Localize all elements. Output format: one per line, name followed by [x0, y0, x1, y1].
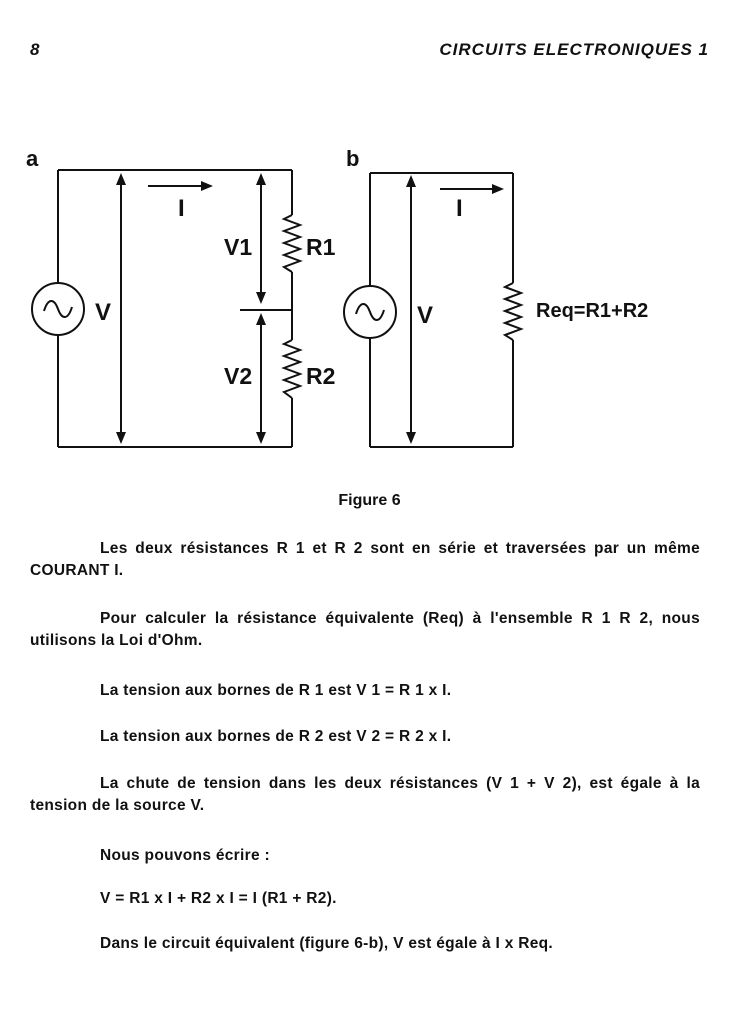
paragraph-ohms-law: Pour calculer la résistance équivalente …: [30, 610, 700, 649]
label-r1: R1: [306, 234, 336, 260]
paragraph-series-current: Les deux résistances R 1 et R 2 sont en …: [30, 540, 700, 579]
equation-v2: La tension aux bornes de R 2 est V 2 = R…: [100, 728, 452, 745]
label-v-a: V: [95, 299, 111, 326]
label-v1: V1: [224, 234, 252, 260]
equation-v-total: V = R1 x I + R2 x I = I (R1 + R2).: [100, 890, 337, 907]
label-r2: R2: [306, 363, 335, 389]
label-current-a: I: [178, 195, 185, 222]
paragraph-we-can-write: Nous pouvons écrire :: [100, 847, 270, 864]
circuit-b: [343, 172, 524, 448]
label-current-b: I: [456, 195, 463, 222]
resistor-r2: [281, 339, 303, 399]
paragraph-voltage-drop: La chute de tension dans les deux résist…: [30, 775, 700, 814]
label-v2: V2: [224, 363, 252, 389]
running-title: CIRCUITS ELECTRONIQUES 1: [439, 40, 709, 59]
figure-6-circuits: a I V V1 R1 V2 R2 b: [26, 146, 648, 448]
figure-caption: Figure 6: [338, 492, 401, 509]
ac-source-a: [31, 282, 85, 336]
label-req: Req=R1+R2: [536, 300, 648, 322]
ac-sine-icon: [43, 300, 73, 318]
panel-a-label: a: [26, 146, 39, 171]
resistor-req: [502, 282, 524, 341]
ac-sine-icon-b: [355, 303, 385, 321]
ac-source-b: [343, 285, 397, 339]
page-number: 8: [30, 40, 40, 59]
resistor-r1: [281, 214, 303, 273]
paragraph-equivalent-circuit: Dans le circuit équivalent (figure 6-b),…: [100, 935, 554, 952]
circuit-a: [31, 169, 303, 448]
equation-v1: La tension aux bornes de R 1 est V 1 = R…: [100, 682, 452, 699]
label-v-b: V: [417, 302, 433, 329]
panel-b-label: b: [346, 146, 359, 171]
